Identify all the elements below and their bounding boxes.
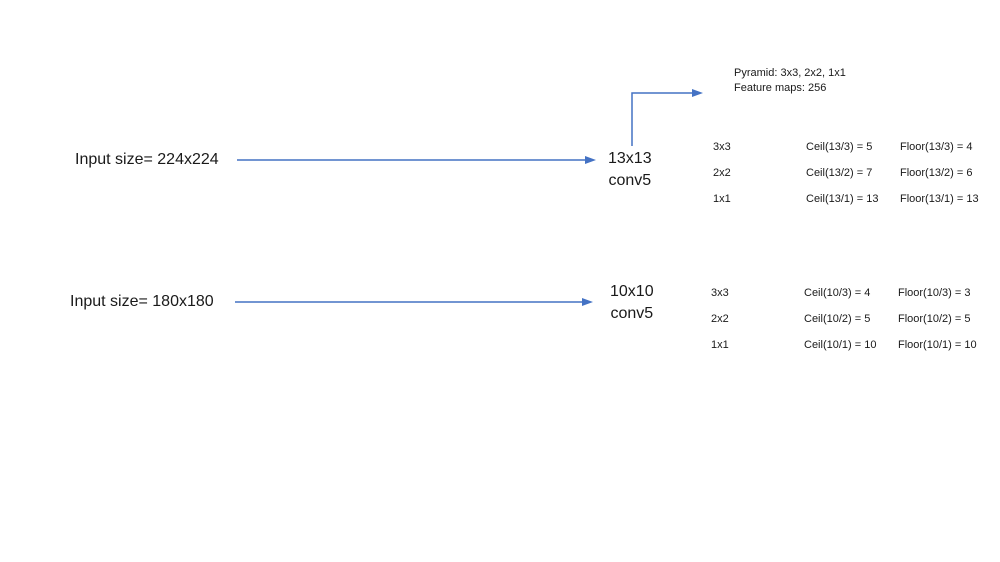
conv-size-label: 13x13 — [608, 150, 652, 167]
pool-size-cell: 3x3 — [713, 141, 731, 153]
conv-layer-label: conv5 — [608, 172, 652, 189]
conv-block-13x13: 13x13 conv5 — [608, 148, 652, 192]
arrowhead-icon — [582, 298, 593, 306]
pool-size-cell: 3x3 — [711, 287, 729, 299]
ceil-cell: Ceil(13/3) = 5 — [806, 141, 873, 153]
ceil-cell: Ceil(13/1) = 13 — [806, 193, 879, 205]
pyramid-annotation-line1: Pyramid: 3x3, 2x2, 1x1 — [734, 67, 846, 79]
floor-cell: Floor(10/2) = 5 — [898, 313, 971, 325]
conv-size-label: 10x10 — [610, 283, 654, 300]
elbow-arrow-line — [631, 92, 693, 146]
pyramid-annotation: Pyramid: 3x3, 2x2, 1x1 Feature maps: 256 — [734, 66, 846, 96]
pyramid-annotation-line2: Feature maps: 256 — [734, 82, 827, 94]
floor-cell: Floor(13/2) = 6 — [900, 167, 973, 179]
arrowhead-icon — [585, 156, 596, 164]
conv-block-10x10: 10x10 conv5 — [610, 281, 654, 325]
input-label-180: Input size= 180x180 — [70, 293, 214, 310]
floor-cell: Floor(13/3) = 4 — [900, 141, 973, 153]
elbow-arrow-conv13-to-annotation — [631, 89, 703, 146]
arrow-input224-to-conv13 — [237, 156, 596, 164]
pool-size-cell: 2x2 — [713, 167, 731, 179]
conv-layer-label: conv5 — [610, 305, 654, 322]
arrow-input180-to-conv10 — [235, 298, 593, 306]
arrowhead-icon — [692, 89, 703, 97]
pool-size-cell: 1x1 — [713, 193, 731, 205]
ceil-cell: Ceil(13/2) = 7 — [806, 167, 873, 179]
pool-size-cell: 2x2 — [711, 313, 729, 325]
floor-cell: Floor(13/1) = 13 — [900, 193, 979, 205]
floor-cell: Floor(10/3) = 3 — [898, 287, 971, 299]
ceil-cell: Ceil(10/3) = 4 — [804, 287, 871, 299]
floor-cell: Floor(10/1) = 10 — [898, 339, 977, 351]
ceil-cell: Ceil(10/1) = 10 — [804, 339, 877, 351]
ceil-cell: Ceil(10/2) = 5 — [804, 313, 871, 325]
pool-size-cell: 1x1 — [711, 339, 729, 351]
input-label-224: Input size= 224x224 — [75, 151, 219, 168]
